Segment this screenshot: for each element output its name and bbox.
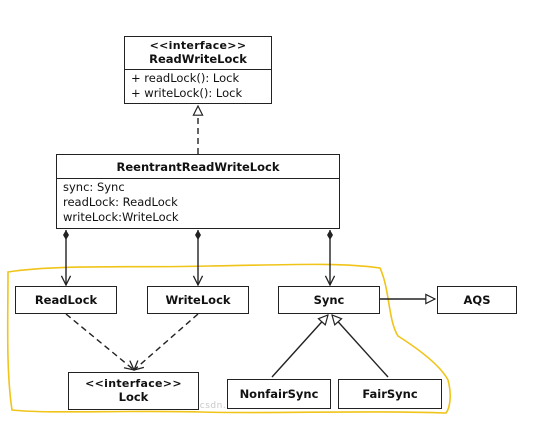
class-sync: Sync [278, 286, 380, 314]
class-readwritelock-interface: <<interface>> ReadWriteLock + readLock()… [124, 36, 272, 104]
class-name: AQS [463, 293, 491, 307]
class-aqs: AQS [437, 286, 517, 314]
class-name: Lock [118, 390, 149, 404]
separator [125, 69, 271, 70]
class-writelock: WriteLock [147, 286, 249, 314]
method-writelock: + writeLock(): Lock [131, 86, 243, 100]
class-name: WriteLock [165, 293, 231, 307]
generalization-nonfair-to-sync [271, 315, 328, 378]
realization-writelock-to-lock [134, 313, 199, 370]
realization-readlock-to-lock [65, 313, 134, 370]
class-readlock: ReadLock [15, 286, 117, 314]
generalization-fair-to-sync [332, 315, 389, 378]
class-name: ReentrantReadWriteLock [116, 160, 280, 174]
field-readlock: readLock: ReadLock [63, 195, 178, 209]
field-sync: sync: Sync [63, 180, 125, 194]
class-name: ReadLock [34, 293, 98, 307]
class-name: Sync [313, 293, 345, 307]
class-reentrantreadwritelock: ReentrantReadWriteLock sync: Sync readLo… [56, 154, 340, 229]
class-name: FairSync [362, 387, 418, 401]
field-writelock: writeLock:WriteLock [63, 210, 179, 224]
class-nonfairsync: NonfairSync [227, 379, 331, 409]
stereotype-label: <<interface>> [85, 377, 182, 390]
stereotype-label: <<interface>> [149, 39, 247, 52]
class-lock-interface: <<interface>> Lock [68, 372, 199, 410]
class-name: NonfairSync [239, 387, 319, 401]
method-readlock: + readLock(): Lock [131, 71, 240, 85]
class-name: ReadWriteLock [149, 52, 247, 66]
separator [57, 178, 339, 179]
class-fairsync: FairSync [338, 379, 442, 409]
